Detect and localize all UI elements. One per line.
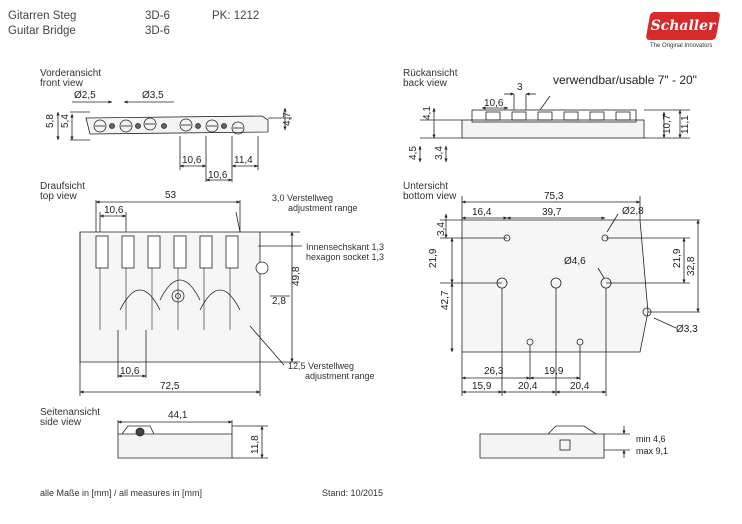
- dim-bottom-328: 32,8: [686, 256, 697, 276]
- dim-back-h3: 3,4: [434, 146, 445, 160]
- front-view-drawing: [56, 100, 292, 182]
- dim-front-w3: 10,6: [208, 170, 228, 181]
- revision-date: Stand: 10/2015: [322, 488, 384, 498]
- back-view-label-en: back view: [403, 78, 447, 89]
- dim-bottom-d28: Ø2,8: [622, 206, 644, 217]
- dim-side-min: min 4,6: [636, 434, 666, 444]
- dim-top-498: 49,8: [291, 266, 302, 286]
- dim-top-106b: 10,6: [120, 366, 140, 377]
- dim-front-w1: 10,6: [182, 155, 202, 166]
- dim-back-w1: 3: [517, 82, 523, 93]
- dim-bottom-263: 26,3: [484, 366, 504, 377]
- side-view-left-drawing: [117, 420, 268, 459]
- adj-range-1-en: adjustment range: [288, 203, 358, 213]
- title-en: Guitar Bridge: [8, 25, 76, 37]
- bottom-view-drawing: [440, 196, 700, 396]
- logo-tagline: The Original Innovators: [650, 43, 713, 49]
- dim-bottom-219: 21,9: [428, 248, 439, 268]
- model-number: 3D-6: [145, 10, 170, 22]
- dim-back-usable: verwendbar/usable 7" - 20": [553, 73, 697, 87]
- dim-top-725: 72,5: [160, 381, 180, 392]
- dim-side-118: 11,8: [250, 435, 261, 454]
- title-de: Gitarren Steg: [8, 10, 77, 22]
- top-saddles: [95, 235, 239, 269]
- dim-side-max: max 9,1: [636, 446, 668, 456]
- side-view-label-de: Seitenansicht: [40, 407, 101, 418]
- dim-front-d1: Ø2,5: [74, 90, 96, 101]
- side-view-label-en: side view: [40, 417, 82, 428]
- top-view-drawing: [79, 200, 302, 396]
- dim-front-h3: 4,7: [282, 112, 293, 126]
- dim-top-106: 10,6: [104, 205, 124, 216]
- side-view-right-drawing: [479, 425, 630, 459]
- dim-bottom-204a: 20,4: [518, 381, 538, 392]
- hex-socket-en: hexagon socket 1,3: [306, 252, 385, 262]
- dim-top-53: 53: [165, 190, 177, 201]
- dim-bottom-199: 19,9: [544, 366, 564, 377]
- dim-back-w2: 10,6: [484, 98, 504, 109]
- hex-socket-de: Innensechskant 1,3: [306, 242, 385, 252]
- bottom-view-label-en: bottom view: [403, 191, 457, 202]
- dim-bottom-397: 39,7: [542, 207, 562, 218]
- dim-bottom-204b: 20,4: [570, 381, 590, 392]
- dim-front-h1: 5,8: [45, 114, 56, 128]
- model-number-en: 3D-6: [145, 25, 170, 37]
- back-saddles: [485, 111, 631, 121]
- dim-bottom-159: 15,9: [472, 381, 492, 392]
- dim-back-h1: 4,1: [422, 106, 433, 120]
- front-screw-holes: [93, 117, 245, 135]
- dim-bottom-427: 42,7: [440, 290, 451, 310]
- dim-front-h2: 5,4: [60, 114, 71, 128]
- dim-bottom-753: 75,3: [544, 191, 564, 202]
- adj-range-1-de: 3,0 Verstellweg: [272, 193, 334, 203]
- units-note: alle Maße in [mm] / all measures in [mm]: [40, 488, 203, 498]
- dim-bottom-d33: Ø3,3: [676, 324, 698, 335]
- dim-back-h5: 11,1: [680, 115, 691, 134]
- adj-range-2-en: adjustment range: [305, 371, 375, 381]
- back-view-label-de: Rückansicht: [403, 68, 458, 79]
- dim-bottom-d46: Ø4,6: [564, 256, 586, 267]
- adj-range-2-de: 12,5 Verstellweg: [288, 361, 355, 371]
- bottom-view-label-de: Untersicht: [403, 181, 449, 192]
- dim-back-h2: 4,5: [408, 146, 419, 160]
- dim-bottom-219b: 21,9: [672, 248, 683, 268]
- front-view-label-en: front view: [40, 78, 83, 89]
- dim-back-h4: 10,7: [662, 114, 673, 134]
- dim-front-w2: 11,4: [234, 155, 253, 166]
- dim-top-28: 2,8: [272, 296, 286, 307]
- dim-bottom-34: 3,4: [436, 222, 447, 236]
- dim-side-441: 44,1: [168, 410, 188, 421]
- top-view-label-de: Draufsicht: [40, 181, 86, 192]
- back-view-drawing: [418, 92, 690, 163]
- pk-number: PK: 1212: [212, 10, 260, 22]
- top-view-label-en: top view: [40, 191, 77, 202]
- dim-bottom-164: 16,4: [472, 207, 492, 218]
- front-view-label-de: Vorderansicht: [40, 68, 102, 79]
- dim-front-d2: Ø3,5: [142, 90, 164, 101]
